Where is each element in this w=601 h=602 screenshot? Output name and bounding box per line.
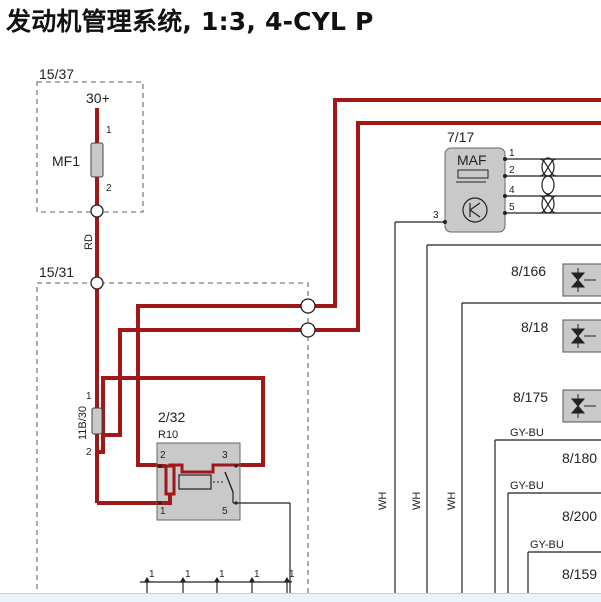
label-30plus: 30+ <box>86 90 110 106</box>
bottom-strip <box>0 593 601 602</box>
injector-symbols <box>570 268 596 418</box>
sensor-icon <box>462 197 488 223</box>
pin-label: 1 <box>160 506 166 517</box>
maf-sensor <box>443 147 507 233</box>
pin-label: 4 <box>509 185 515 196</box>
pin-label: 1 <box>106 125 112 136</box>
relay-r10 <box>156 442 243 521</box>
pin-label: 1 <box>185 569 191 580</box>
connector-arrow-icon <box>144 577 290 582</box>
label-8-175: 8/175 <box>513 389 548 405</box>
label-7-17: 7/17 <box>447 129 474 145</box>
wire-color-gy-bu: GY-BU <box>530 539 564 551</box>
label-15-37: 15/37 <box>39 66 74 82</box>
label-rd: RD <box>83 234 95 250</box>
pin-label: 5 <box>509 202 515 213</box>
pin-label: 1 <box>149 569 155 580</box>
label-8-180: 8/180 <box>562 450 597 466</box>
label-r10: R10 <box>158 429 178 441</box>
label-8-166: 8/166 <box>511 263 546 279</box>
wire-color-wh: WH <box>377 492 389 510</box>
label-8-159: 8/159 <box>562 566 597 582</box>
label-2-32: 2/32 <box>158 409 185 425</box>
pin-label: 2 <box>160 450 166 461</box>
pin-label: 1 <box>509 148 515 159</box>
fuse-11b-30 <box>91 407 103 435</box>
twisted-pair-icon <box>539 157 557 214</box>
pin-label: 2 <box>86 447 92 458</box>
wire-color-gy-bu: GY-BU <box>510 480 544 492</box>
pin-label: 1 <box>219 569 225 580</box>
pin-label: 3 <box>222 450 228 461</box>
pin-label: 2 <box>509 165 515 176</box>
fuse-mf1 <box>90 142 104 178</box>
label-maf: MAF <box>457 152 487 168</box>
wire-color-gy-bu: GY-BU <box>510 427 544 439</box>
page-title: 发动机管理系统, 1:3, 4-CYL P <box>6 7 374 36</box>
pin-label: 1 <box>289 569 295 580</box>
label-mf1: MF1 <box>52 153 80 169</box>
splice-icon <box>90 204 316 338</box>
wire-color-wh: WH <box>446 492 458 510</box>
label-11b-30: 11B/30 <box>77 406 89 440</box>
red-wires <box>95 98 601 505</box>
pin-label: 1 <box>86 391 92 402</box>
pin-label: 2 <box>106 183 112 194</box>
pin-label: 1 <box>254 569 260 580</box>
fuse-box-15-31 <box>36 282 309 598</box>
pin-label: 3 <box>433 210 439 221</box>
label-8-200: 8/200 <box>562 508 597 524</box>
label-8-18: 8/18 <box>521 319 548 335</box>
label-15-31: 15/31 <box>39 264 74 280</box>
pin-label: 5 <box>222 506 228 517</box>
fuse-box-15-37 <box>36 81 144 213</box>
wire-color-wh: WH <box>411 492 423 510</box>
